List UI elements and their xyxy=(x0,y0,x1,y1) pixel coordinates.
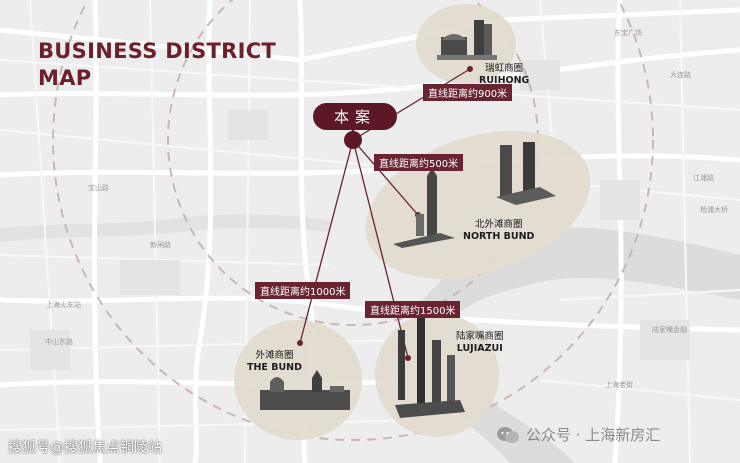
watermark-wechat-text: 公众号 · 上海新房汇 xyxy=(526,426,661,444)
distance-tag-lujiazui: 直线距离约1500米 xyxy=(365,301,461,318)
lujiazui-buildings-illustration xyxy=(395,310,465,418)
map-label-yangpu: 杨浦大桥 xyxy=(700,206,728,214)
wechat-icon xyxy=(497,426,519,443)
map-title-line1: BUSINESS DISTRICT xyxy=(38,39,277,63)
the-bund-buildings-illustration xyxy=(260,370,350,410)
north-bund-buildings-illustration xyxy=(393,142,556,248)
map-label-shanghai-station: 上海火车站 xyxy=(46,301,81,309)
city-blocks xyxy=(30,60,690,370)
watermark-sohu: 搜狐号@搜狐焦点铜陵站 xyxy=(8,440,162,456)
map-label-baoshan: 宝山路 xyxy=(88,184,109,192)
ruihong-buildings-illustration xyxy=(437,20,497,60)
distance-tag-north-bund: 直线距离约500米 xyxy=(374,154,464,171)
map-label-jiangpu: 江浦路 xyxy=(693,174,714,182)
map-label-shanghai-lao: 上海老街 xyxy=(605,381,633,389)
district-en-north-bund: NORTH BUND xyxy=(463,231,535,242)
distance-tag-the-bund: 直线距离约1000米 xyxy=(255,282,351,299)
district-en-the-bund: THE BUND xyxy=(247,362,303,373)
distance-tag-ruihong: 直线距离约900米 xyxy=(423,84,513,101)
map-label-datong: 大连路 xyxy=(670,71,691,79)
district-cn-the-bund: 外滩商圈 xyxy=(255,350,294,361)
district-cn-lujiazui: 陆家嘴商圈 xyxy=(456,331,504,342)
map-label-xinzha: 新闸路 xyxy=(150,241,171,249)
watermark-wechat: 公众号 · 上海新房汇 xyxy=(496,424,660,445)
district-label-north-bund[interactable]: 北外滩商圈 NORTH BUND xyxy=(463,219,534,243)
map-title: BUSINESS DISTRICT MAP xyxy=(38,38,278,92)
district-label-ruihong[interactable]: 瑞虹商圈 RUIHONG xyxy=(479,63,529,87)
district-label-the-bund[interactable]: 外滩商圈 THE BUND xyxy=(247,350,302,374)
district-cn-ruihong: 瑞虹商圈 xyxy=(485,63,524,74)
map-title-line2: MAP xyxy=(38,66,92,90)
district-label-lujiazui[interactable]: 陆家嘴商圈 LUJIAZUI xyxy=(456,331,504,355)
district-en-lujiazui: LUJIAZUI xyxy=(456,343,503,354)
map-label-lujiazui-fin: 陆家嘴金融 xyxy=(652,326,687,334)
project-pin-label[interactable]: 本案 xyxy=(313,103,397,130)
district-cn-north-bund: 北外滩商圈 xyxy=(474,219,523,230)
map-label-dongbao: 东宝广场 xyxy=(614,29,642,37)
map-label-zhongshan: 中山东路 xyxy=(45,338,73,346)
district-en-ruihong: RUIHONG xyxy=(479,75,530,86)
